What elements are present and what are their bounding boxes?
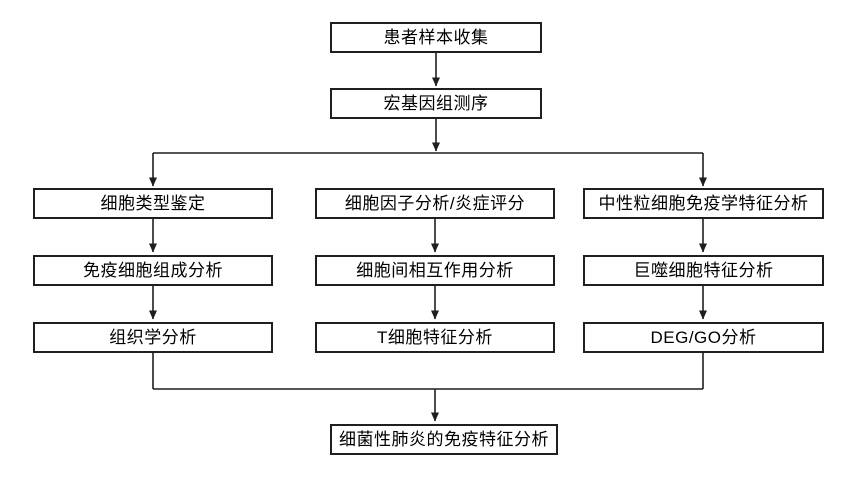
node-t-cell-signature-analysis: T细胞特征分析 <box>315 322 555 353</box>
node-deg-go-analysis: DEG/GO分析 <box>583 322 824 353</box>
node-label: 宏基因组测序 <box>383 94 489 113</box>
node-label: 中性粒细胞免疫学特征分析 <box>598 194 809 213</box>
node-label: 患者样本收集 <box>383 28 489 47</box>
node-label: 免疫细胞组成分析 <box>83 261 223 280</box>
node-immune-cell-composition-analysis: 免疫细胞组成分析 <box>33 255 273 286</box>
node-label: 细胞因子分析/炎症评分 <box>344 194 526 213</box>
node-bacterial-pneumonia-immune-signature-analysis: 细菌性肺炎的免疫特征分析 <box>330 424 558 455</box>
node-label: 细胞间相互作用分析 <box>356 261 514 280</box>
node-neutrophil-immunology-signature-analysis: 中性粒细胞免疫学特征分析 <box>583 188 824 219</box>
node-label: 巨噬细胞特征分析 <box>633 261 774 280</box>
node-label: 细胞类型鉴定 <box>100 194 206 213</box>
node-label: DEG/GO分析 <box>650 328 757 347</box>
node-histology-analysis: 组织学分析 <box>33 322 273 353</box>
node-cytokine-analysis-inflammation-score: 细胞因子分析/炎症评分 <box>315 188 555 219</box>
node-label: 细菌性肺炎的免疫特征分析 <box>339 430 549 449</box>
node-label: T细胞特征分析 <box>377 328 493 347</box>
node-macrophage-signature-analysis: 巨噬细胞特征分析 <box>583 255 824 286</box>
node-metagenomic-sequencing: 宏基因组测序 <box>330 88 542 119</box>
node-patient-sample-collection: 患者样本收集 <box>330 22 542 53</box>
node-label: 组织学分析 <box>109 328 197 347</box>
node-cell-type-identification: 细胞类型鉴定 <box>33 188 273 219</box>
node-cell-cell-interaction-analysis: 细胞间相互作用分析 <box>315 255 555 286</box>
